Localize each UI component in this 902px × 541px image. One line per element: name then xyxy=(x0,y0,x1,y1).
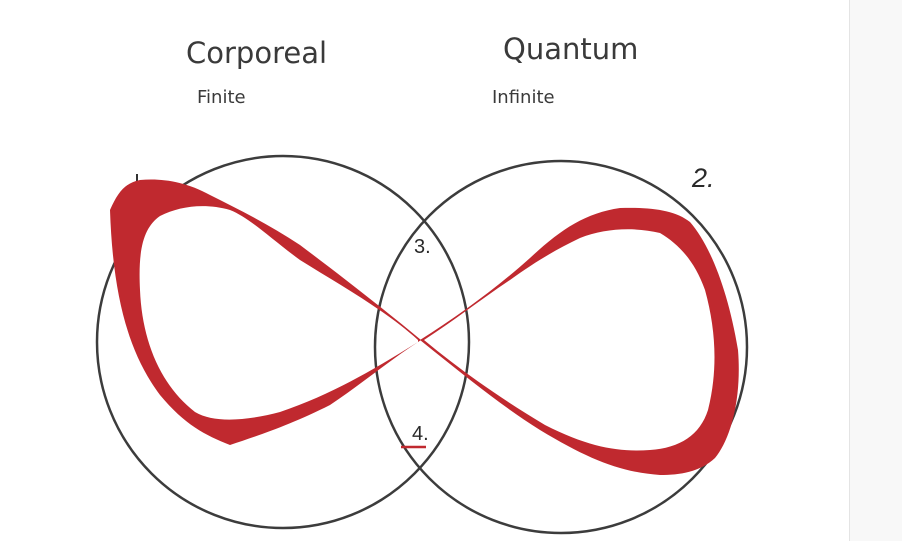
marker-2-label: 2. xyxy=(692,163,715,193)
marker-4-label: 4. xyxy=(412,423,429,445)
infinity-ribbon-left-loop xyxy=(110,179,421,446)
infinity-ribbon-right-loop xyxy=(420,207,739,475)
marker-3-label: 3. xyxy=(414,236,431,258)
right-set-subtitle: Infinite xyxy=(492,87,555,108)
right-circle xyxy=(373,159,749,535)
right-set-title: Quantum xyxy=(503,32,639,66)
paper-edge xyxy=(849,0,902,541)
left-circle xyxy=(95,154,471,530)
left-set-title: Corporeal xyxy=(186,36,328,70)
left-set-subtitle: Finite xyxy=(197,87,246,108)
